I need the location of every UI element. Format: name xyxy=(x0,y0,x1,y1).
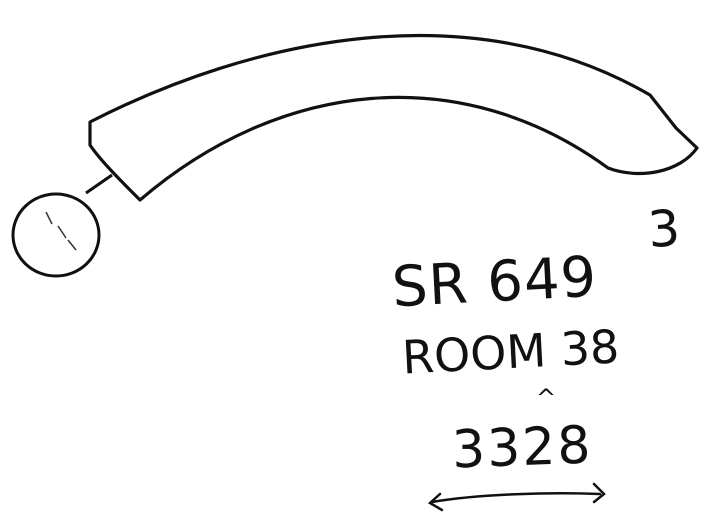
label-sr-number: SR 649 xyxy=(390,244,599,321)
round-knob-shape xyxy=(11,192,101,278)
insert-caret-mark: ^ xyxy=(536,384,557,412)
knob-shading-mark xyxy=(45,211,77,251)
corner-number: 3 xyxy=(646,198,682,260)
connector-dash xyxy=(85,173,113,195)
underline-arrow xyxy=(427,482,606,512)
label-room-number: ROOM 38 xyxy=(400,319,621,385)
curved-band-shape xyxy=(88,33,699,202)
label-code-number: 3328 xyxy=(450,415,594,481)
